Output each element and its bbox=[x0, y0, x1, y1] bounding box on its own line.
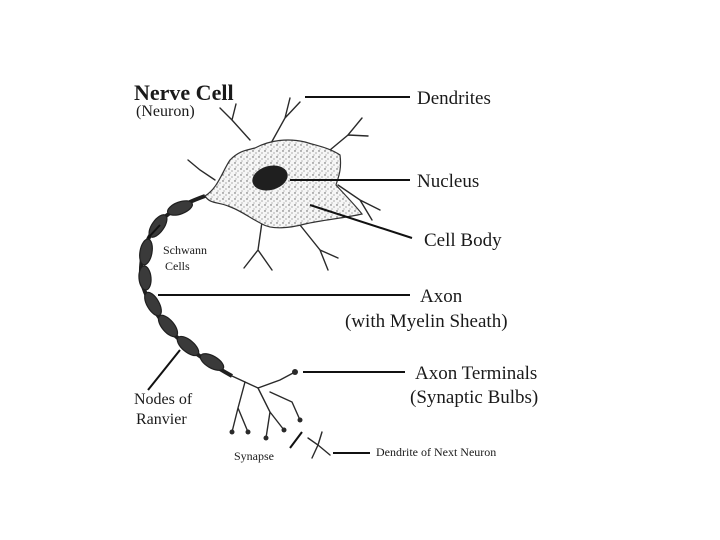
axon-myelin bbox=[138, 194, 233, 378]
label-axon: Axon bbox=[420, 286, 463, 307]
label-dendrites: Dendrites bbox=[417, 88, 491, 109]
nucleus-shape bbox=[252, 165, 288, 191]
axon-terminal-branches bbox=[231, 371, 301, 439]
label-next-dendrite: Dendrite of Next Neuron bbox=[376, 445, 497, 459]
label-axon-terminals: Axon Terminals bbox=[415, 363, 538, 384]
synaptic-bulbs bbox=[229, 369, 303, 441]
label-cell-body: Cell Body bbox=[424, 230, 502, 251]
diagram-subtitle: (Neuron) bbox=[136, 103, 195, 120]
label-synapse: Synapse bbox=[234, 449, 274, 463]
dendrite-branches bbox=[187, 97, 381, 271]
diagram-title: Nerve Cell bbox=[134, 80, 234, 105]
label-schwann-line2: Cells bbox=[165, 259, 190, 273]
label-nucleus: Nucleus bbox=[417, 171, 480, 192]
label-schwann-line1: Schwann bbox=[163, 243, 207, 257]
label-nodes-line1: Nodes of bbox=[134, 391, 193, 408]
label-axon-sub: (with Myelin Sheath) bbox=[345, 311, 508, 332]
label-axon-terminals-sub: (Synaptic Bulbs) bbox=[410, 387, 539, 408]
leader-lines bbox=[147, 96, 413, 454]
label-nodes-line2: Ranvier bbox=[136, 411, 187, 428]
next-neuron-dendrite bbox=[307, 431, 331, 459]
